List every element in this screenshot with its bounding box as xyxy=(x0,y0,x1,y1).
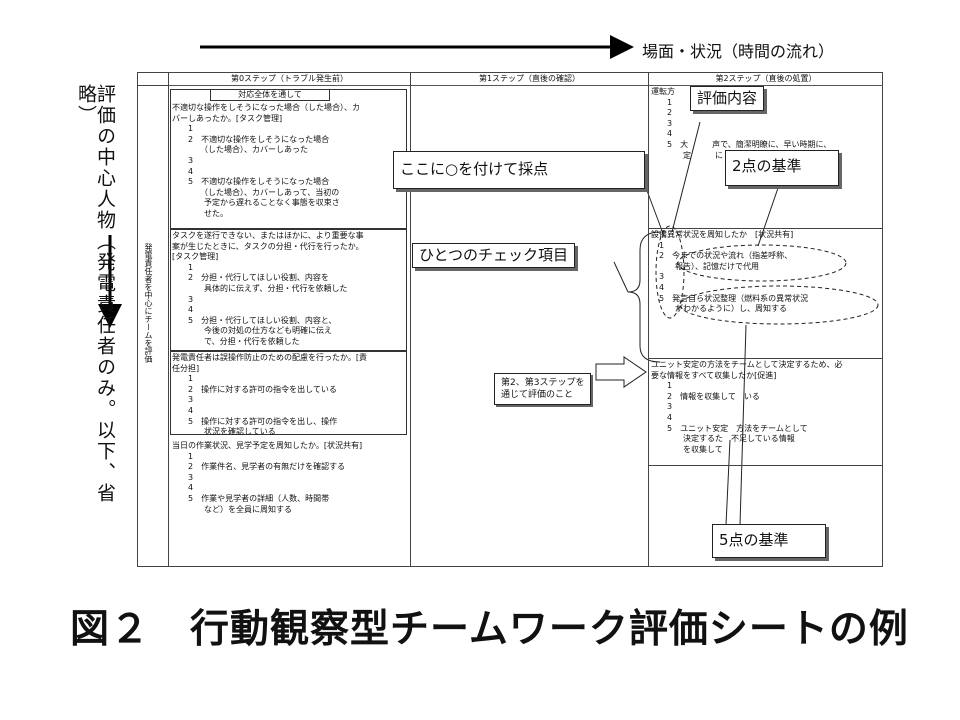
col-header-step1: 第1ステップ（直後の確認） xyxy=(411,73,648,86)
row-label: 発電責任者を中心にチームを評価 xyxy=(144,243,153,363)
evaluation-sheet: 第0ステップ（トラブル発生前） 第1ステップ（直後の確認） 第2ステップ（直後の… xyxy=(137,72,883,567)
checklist-item: 当日の作業状況、見学予定を周知したか。[状況共有] 1 2 作業件名、見学者の有… xyxy=(172,441,363,514)
callout-criteria-5: 5点の基準 xyxy=(712,524,826,558)
evaluation-subject-label: 評価の中心人物（発電責任者のみ。以下、省略） xyxy=(75,84,116,504)
callout-step-note: 第2、第3ステップを 通じて評価のこと xyxy=(494,373,592,405)
checklist-item: ユニット安定の方法をチームとして決定するため、必 要な情報をすべて収集したか[促… xyxy=(651,360,843,454)
figure-caption: 図２ 行動観察型チームワーク評価シートの例 xyxy=(70,607,909,652)
callout-criteria-2: 2点の基準 xyxy=(725,150,839,186)
time-flow-label: 場面・状況（時間の流れ） xyxy=(642,42,835,61)
criteria5-ellipse xyxy=(679,285,879,325)
col-header-step0: 第0ステップ（トラブル発生前） xyxy=(169,73,410,86)
callout-evaluation-content: 評価内容 xyxy=(690,86,765,111)
checklist-item: 発電責任者は誤操作防止のための配慮を行ったか。[責 任分担] 1 2 操作に対す… xyxy=(172,353,367,437)
checklist-item: 運転方 1 2 3 4 5 大 声で、簡潔明瞭に、早い時期に、 定 に xyxy=(651,87,832,160)
col-header-step2: 第2ステップ（直後の処置） xyxy=(649,73,883,86)
note-arrow xyxy=(595,356,647,388)
callout-check-item: ひとつのチェック項目 xyxy=(412,243,575,268)
checklist-item: タスクを遂行できない、またはほかに、より重要な事 案が生じたときに、タスクの分担… xyxy=(172,231,364,346)
col0-subheader: 対応全体を通して xyxy=(238,90,302,99)
criteria2-ellipse xyxy=(677,244,847,282)
callout-score-mark: ここに○を付けて採点 xyxy=(393,151,645,189)
checklist-item: 設備異常状況を周知したか [状況共有] 1 2 今までの状況や流れ（指差呼称、 … xyxy=(651,230,809,314)
checklist-item: 不適切な操作をしそうになった場合（した場合）、カ バーしあったか。[タスク管理]… xyxy=(172,103,360,218)
score-column-ellipse xyxy=(655,225,685,319)
